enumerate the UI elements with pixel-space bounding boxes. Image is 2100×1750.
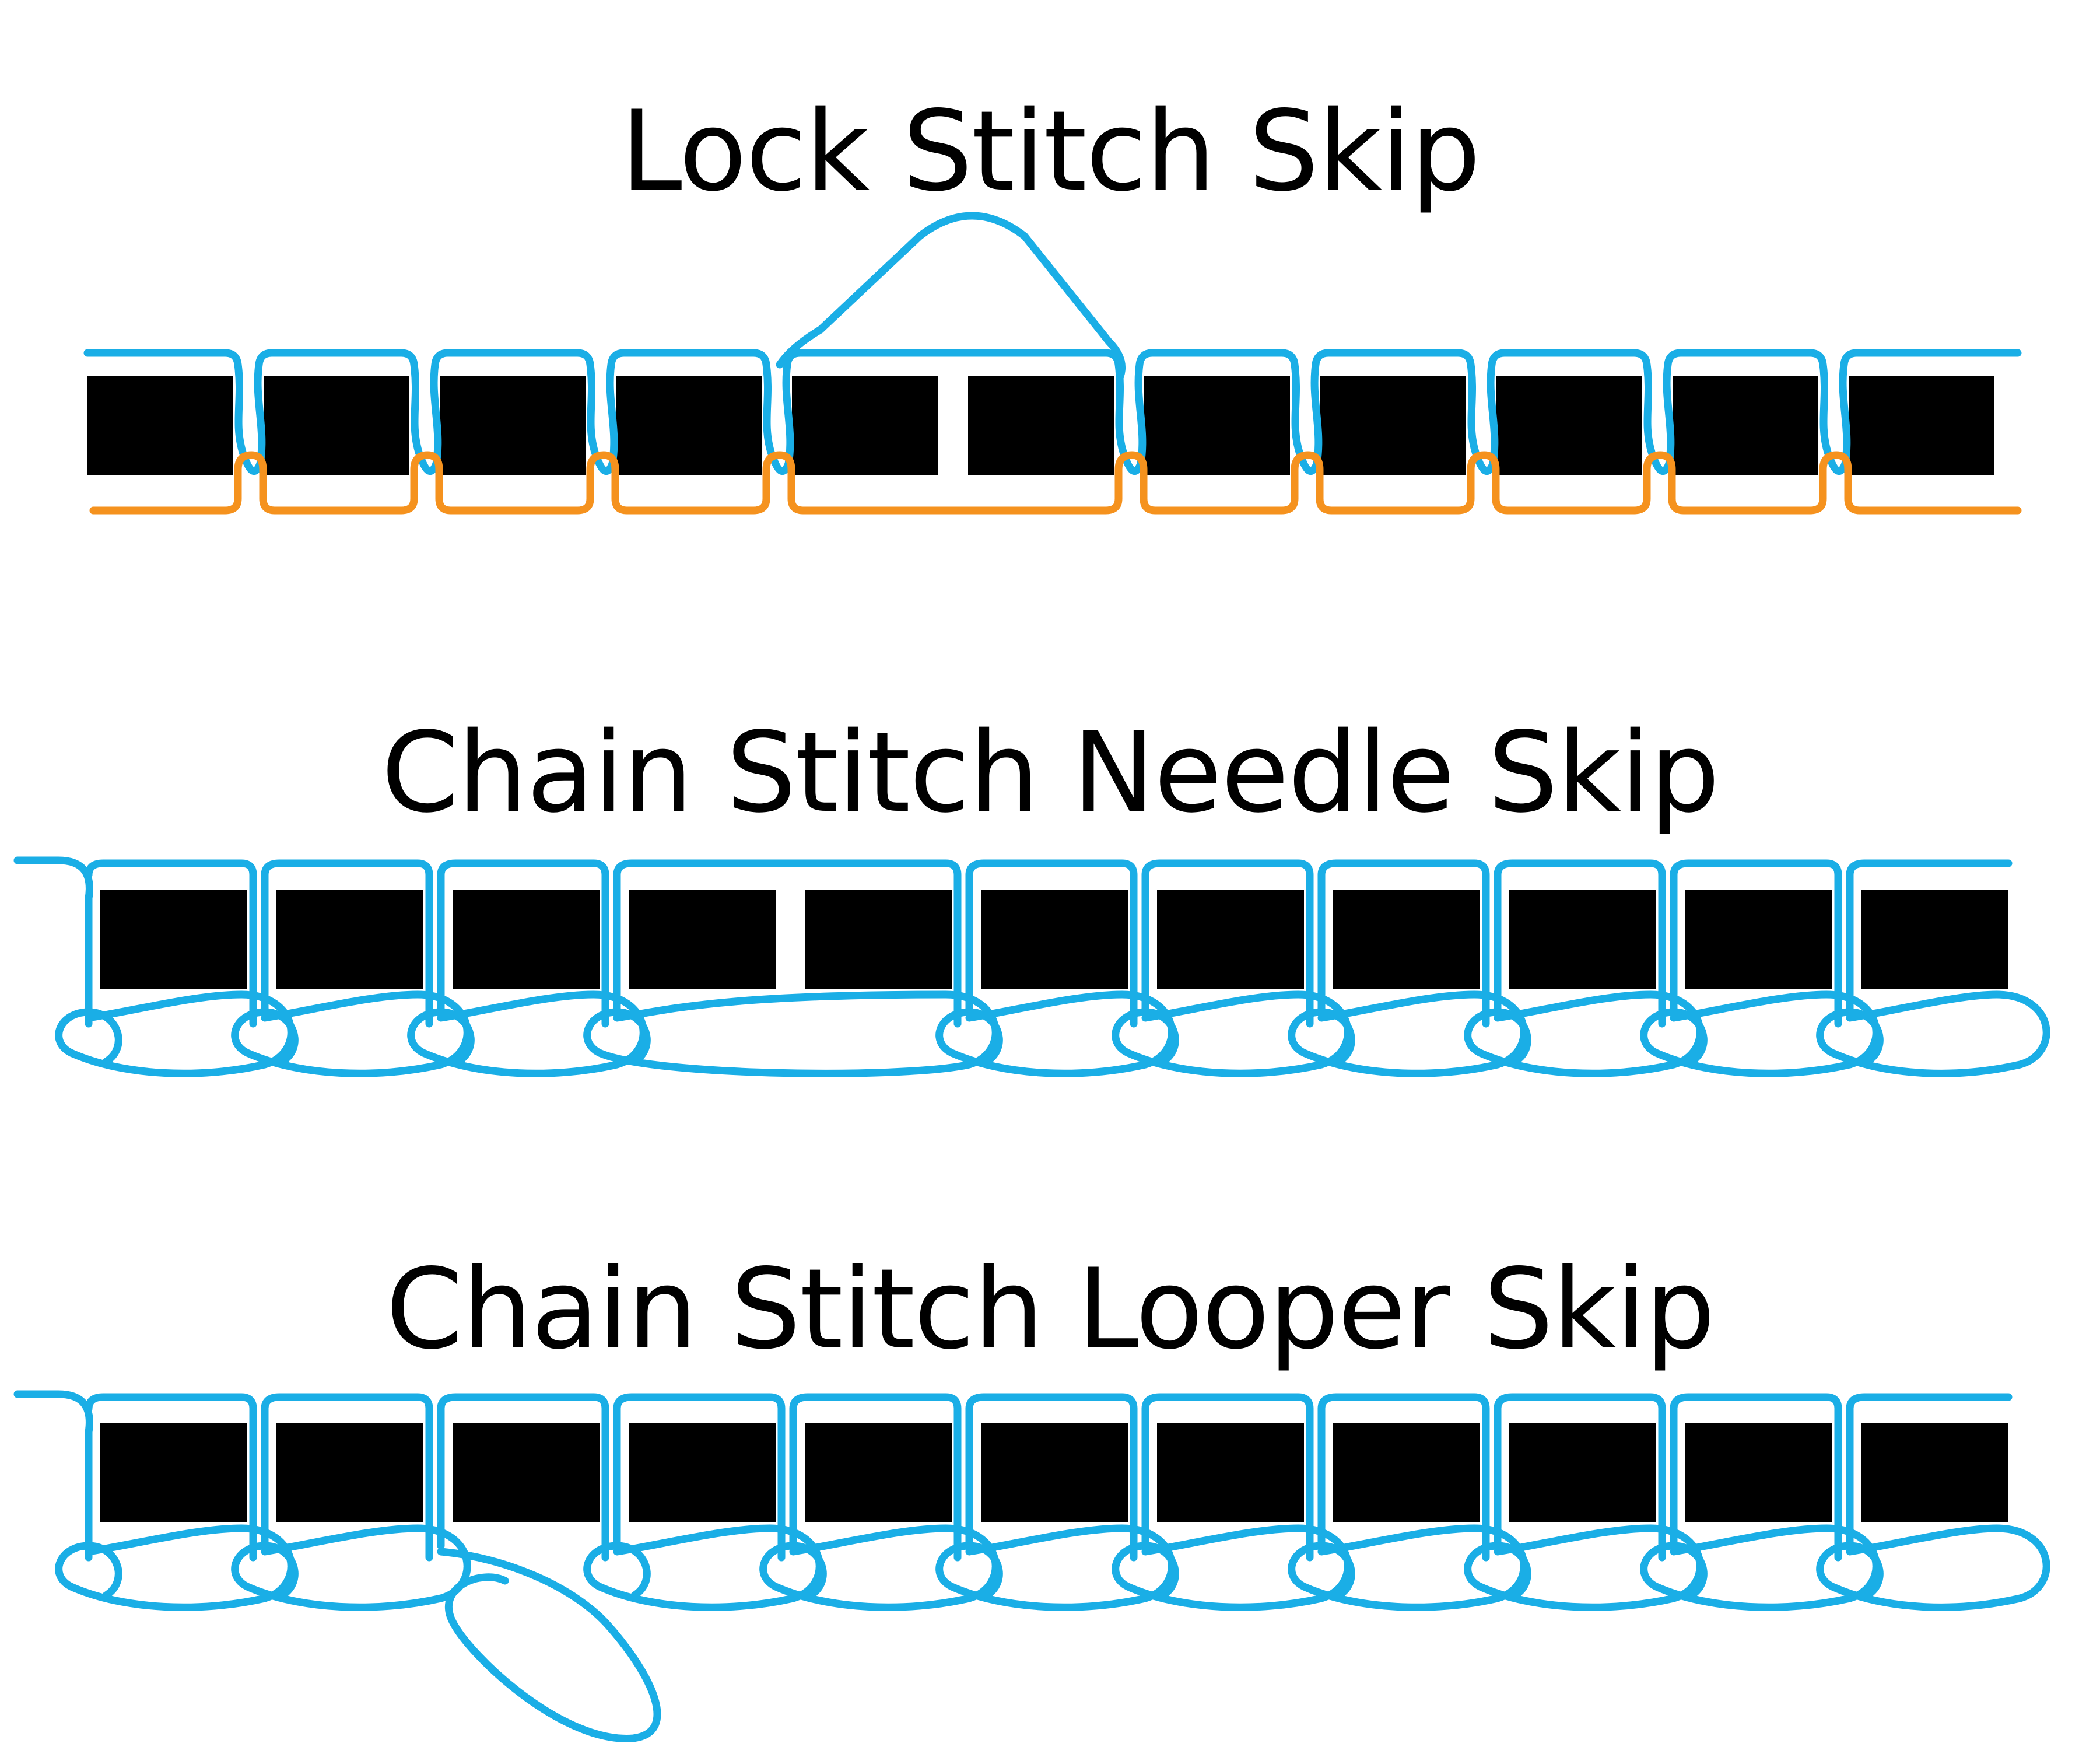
looper-fabric-block bbox=[276, 1423, 423, 1522]
looper-fabric-block bbox=[1333, 1423, 1480, 1522]
looper-skipped-looper-loop bbox=[437, 1548, 661, 1742]
looper-fabric-block bbox=[805, 1423, 952, 1522]
lock-fabric-block bbox=[1496, 376, 1642, 475]
looper-fabric-block bbox=[629, 1423, 776, 1522]
lock-fabric-block bbox=[792, 376, 938, 475]
needle-fabric-block bbox=[1861, 890, 2008, 989]
needle-fabric-block bbox=[1685, 890, 1832, 989]
lock-fabric-block bbox=[1849, 376, 1994, 475]
lock-needle-thread bbox=[83, 349, 2022, 475]
needle-needle-thread bbox=[13, 856, 2013, 1028]
looper-chain-loop bbox=[759, 1524, 1000, 1611]
looper-chain-loop bbox=[935, 1524, 1176, 1611]
needle-chain-loop bbox=[1112, 991, 1352, 1077]
lock-fabric-block bbox=[1144, 376, 1290, 475]
needle-fabric-block bbox=[1157, 890, 1304, 989]
looper-fabric-block bbox=[1685, 1423, 1832, 1522]
looper-chain-loop bbox=[1464, 1524, 1704, 1611]
needle-chain-loop bbox=[231, 991, 471, 1077]
looper-chain-loop bbox=[55, 1524, 295, 1611]
needle-fabric-block bbox=[1333, 890, 1480, 989]
looper-chain-loop bbox=[1640, 1524, 1880, 1611]
needle-chain-loop bbox=[1464, 991, 1704, 1077]
chain-stitch-looper-skip-diagram bbox=[13, 1390, 2050, 1742]
needle-fabric-block bbox=[1509, 890, 1656, 989]
looper-fabric-block bbox=[1861, 1423, 2008, 1522]
chain-stitch-needle-skip-title: Chain Stitch Needle Skip bbox=[381, 708, 1720, 837]
needle-fabric-block bbox=[453, 890, 600, 989]
lock-fabric-block bbox=[264, 376, 409, 475]
lock-fabric-block bbox=[87, 376, 233, 475]
looper-fabric-block bbox=[981, 1423, 1128, 1522]
lock-skipped-needle-loop bbox=[776, 212, 1126, 380]
needle-chain-loop bbox=[935, 991, 1176, 1077]
looper-chain-loop bbox=[1816, 1524, 2050, 1611]
needle-chain-loop bbox=[407, 991, 647, 1077]
looper-chain-loop bbox=[1288, 1524, 1528, 1611]
needle-chain-loop bbox=[1640, 991, 1880, 1077]
needle-fabric-block bbox=[100, 890, 247, 989]
needle-chain-loop bbox=[55, 991, 295, 1077]
lock-stitch-skip-title: Lock Stitch Skip bbox=[620, 87, 1481, 216]
looper-needle-thread bbox=[13, 1390, 2013, 1562]
looper-chain-loop bbox=[231, 1524, 471, 1611]
chain-stitch-looper-skip-title: Chain Stitch Looper Skip bbox=[385, 1245, 1716, 1374]
looper-chain-loop bbox=[583, 1524, 823, 1611]
needle-fabric-block bbox=[276, 890, 423, 989]
needle-chain-loop bbox=[1816, 991, 2050, 1077]
lock-fabric-block bbox=[1320, 376, 1466, 475]
chain-stitch-needle-skip-diagram bbox=[13, 856, 2050, 1077]
looper-chain-loop bbox=[1112, 1524, 1352, 1611]
needle-fabric-block bbox=[629, 890, 776, 989]
needle-fabric-block bbox=[805, 890, 952, 989]
lock-stitch-skip-diagram bbox=[83, 212, 2022, 514]
lock-bobbin-thread bbox=[89, 451, 2022, 514]
looper-fabric-block bbox=[1157, 1423, 1304, 1522]
lock-fabric-block bbox=[1673, 376, 1818, 475]
lock-fabric-block bbox=[616, 376, 762, 475]
needle-fabric-block bbox=[981, 890, 1128, 989]
looper-fabric-block bbox=[453, 1423, 600, 1522]
needle-chain-loop bbox=[1288, 991, 1528, 1077]
lock-fabric-block bbox=[968, 376, 1114, 475]
looper-fabric-block bbox=[100, 1423, 247, 1522]
needle-chain-loop bbox=[583, 991, 1000, 1077]
looper-fabric-block bbox=[1509, 1423, 1656, 1522]
lock-fabric-block bbox=[440, 376, 586, 475]
